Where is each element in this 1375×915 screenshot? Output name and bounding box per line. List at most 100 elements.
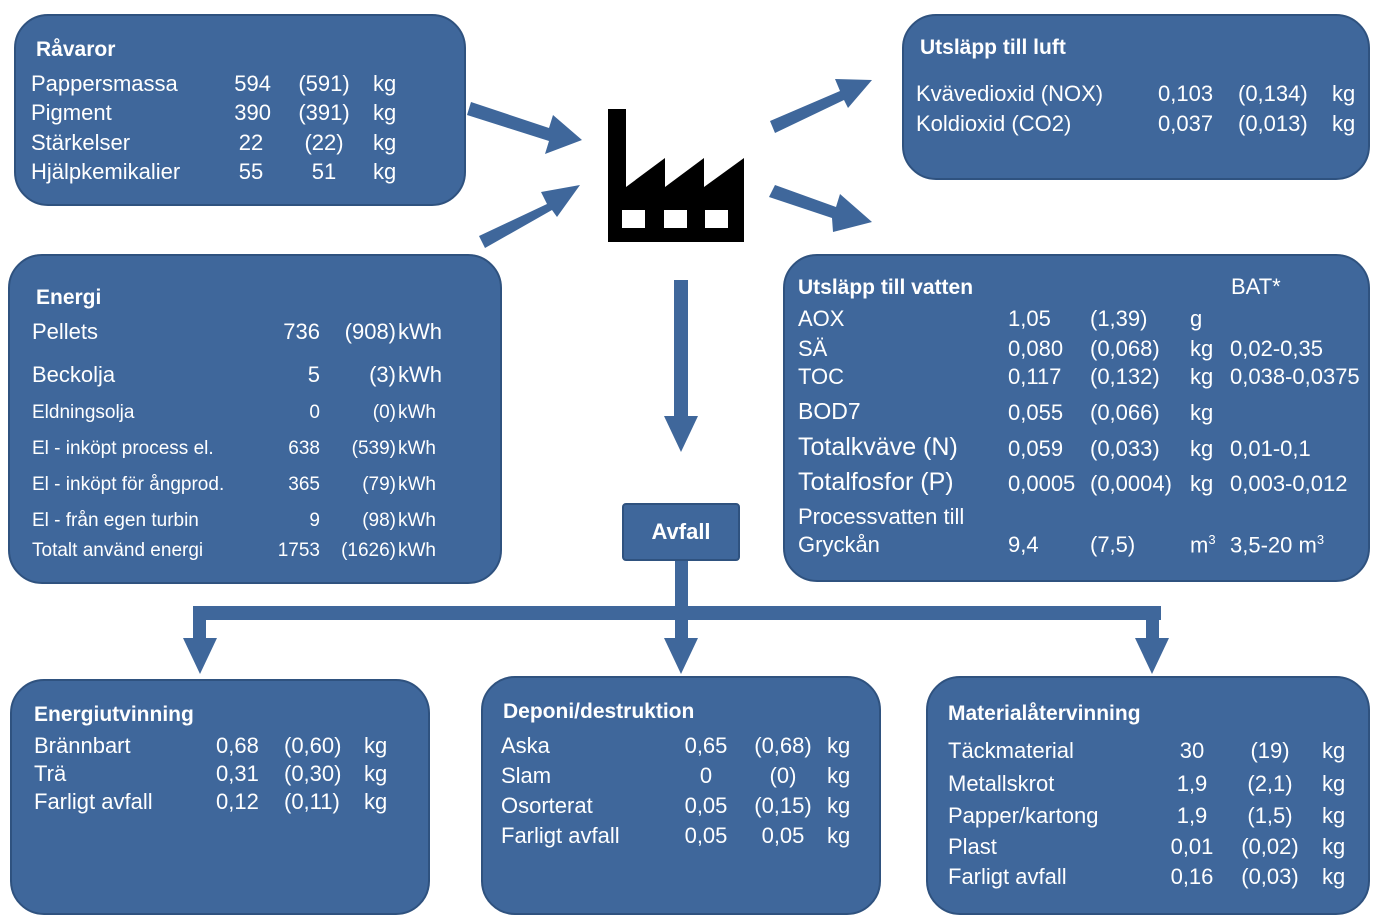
vatten-row: TOC 0,117 (0,132) kg 0,038-0,0375 bbox=[798, 364, 1368, 390]
row-name: Brännbart bbox=[34, 733, 131, 758]
row-value: 22 bbox=[238, 130, 264, 155]
row-value: 0,31 bbox=[216, 761, 259, 786]
row-prev: (908) bbox=[344, 319, 396, 344]
row-unit: kg bbox=[1190, 364, 1214, 389]
row-prev: (0) bbox=[769, 763, 797, 788]
energi-row: El - inköpt för ångprod. 365 (79) kWh bbox=[32, 474, 492, 498]
deponi-row: Farligt avfall 0,05 0,05 kg bbox=[501, 823, 871, 849]
row-unit: kg bbox=[827, 793, 851, 818]
row-name: Trä bbox=[34, 761, 67, 786]
energi-row: El - från egen turbin 9 (98) kWh bbox=[32, 510, 492, 534]
luft-row: Koldioxid (CO2) 0,037 (0,013) kg bbox=[916, 111, 1366, 137]
row-prev: (0,068) bbox=[1090, 336, 1160, 361]
row-prev: (0,02) bbox=[1241, 834, 1299, 859]
row-value: 365 bbox=[288, 474, 320, 495]
row-name: Farligt avfall bbox=[501, 823, 620, 848]
material-row: Metallskrot 1,9 (2,1) kg bbox=[948, 771, 1368, 797]
row-unit: kg bbox=[1322, 864, 1346, 889]
process-unit: m3 bbox=[1190, 532, 1216, 558]
row-name: Totalfosfor (P) bbox=[798, 468, 954, 496]
row-unit: kWh bbox=[398, 540, 436, 561]
row-name: Hjälpkemikalier bbox=[31, 159, 181, 184]
arrow-factory-to-vatten bbox=[769, 185, 872, 232]
row-name: AOX bbox=[798, 306, 845, 331]
row-prev: 0,05 bbox=[761, 823, 805, 848]
row-value: 638 bbox=[288, 438, 320, 459]
row-value: 0,059 bbox=[1008, 436, 1064, 461]
row-unit: kg bbox=[373, 159, 397, 184]
vatten-process-row: Processvatten till Gryckån 9,4 (7,5) m3 … bbox=[798, 504, 1368, 560]
vatten-row: Totalfosfor (P) 0,0005 (0,0004) kg 0,003… bbox=[798, 468, 1368, 498]
energi-row: El - inköpt process el. 638 (539) kWh bbox=[32, 438, 492, 462]
row-prev: (591) bbox=[298, 71, 350, 96]
row-value: 0,05 bbox=[684, 793, 728, 818]
row-unit: kg bbox=[827, 763, 851, 788]
row-prev: (0) bbox=[372, 402, 396, 423]
material-title: Materialåtervinning bbox=[948, 702, 1141, 725]
arrow-right-shaft bbox=[1146, 606, 1159, 640]
row-prev: (98) bbox=[362, 510, 396, 531]
row-name: El - inköpt för ångprod. bbox=[32, 474, 225, 495]
row-value: 0,68 bbox=[216, 733, 259, 758]
vatten-row: Totalkväve (N) 0,059 (0,033) kg 0,01-0,1 bbox=[798, 433, 1368, 463]
avfall-stem bbox=[675, 560, 688, 620]
vatten-box: Utsläpp till vatten BAT* AOX 1,05 (1,39)… bbox=[783, 254, 1370, 582]
row-value: 0,12 bbox=[216, 789, 259, 814]
arrow-factory-down-head bbox=[664, 416, 698, 452]
row-prev: (0,0004) bbox=[1090, 471, 1172, 496]
row-unit: kWh bbox=[398, 319, 442, 344]
row-value: 1753 bbox=[277, 540, 320, 561]
energiutvinning-row: Trä 0,31 (0,30) kg bbox=[34, 761, 424, 787]
factory-icon bbox=[608, 109, 744, 242]
material-box: Materialåtervinning Täckmaterial 30 (19)… bbox=[926, 676, 1370, 915]
row-prev: (79) bbox=[362, 474, 396, 495]
row-value: 0,01 bbox=[1170, 834, 1214, 859]
luft-title: Utsläpp till luft bbox=[920, 36, 1066, 59]
process-label-line1: Processvatten till bbox=[798, 504, 965, 529]
row-value: 0,16 bbox=[1170, 864, 1214, 889]
energi-row: Beckolja 5 (3) kWh bbox=[32, 362, 492, 388]
row-prev: (0,132) bbox=[1090, 364, 1160, 389]
ravaror-row: Pigment 390 (391) kg bbox=[31, 100, 451, 126]
row-unit: kg bbox=[1322, 771, 1346, 796]
material-row: Farligt avfall 0,16 (0,03) kg bbox=[948, 864, 1368, 890]
row-unit: kg bbox=[1332, 111, 1356, 136]
row-name: Eldningsolja bbox=[32, 402, 135, 423]
row-prev: (0,60) bbox=[284, 733, 342, 758]
arrow-right-head bbox=[1135, 638, 1169, 674]
row-name: TOC bbox=[798, 364, 845, 389]
row-name: Pigment bbox=[31, 100, 112, 125]
vatten-title: Utsläpp till vatten bbox=[798, 276, 974, 299]
row-value: 0,0005 bbox=[1008, 471, 1076, 496]
row-value: 1,9 bbox=[1176, 803, 1208, 828]
row-prev: (1626) bbox=[341, 540, 396, 561]
process-prev: (7,5) bbox=[1090, 532, 1136, 557]
row-prev: (2,1) bbox=[1247, 771, 1293, 796]
material-row: Papper/kartong 1,9 (1,5) kg bbox=[948, 803, 1368, 829]
deponi-row: Aska 0,65 (0,68) kg bbox=[501, 733, 871, 759]
arrow-middle-head bbox=[664, 638, 698, 674]
row-unit: kg bbox=[373, 130, 397, 155]
row-unit: kWh bbox=[398, 474, 436, 495]
row-name: SÄ bbox=[798, 336, 828, 361]
row-value: 1,05 bbox=[1008, 306, 1051, 331]
row-value: 0 bbox=[699, 763, 713, 788]
energi-row: Pellets 736 (908) kWh bbox=[32, 319, 492, 345]
bat-header: BAT* bbox=[1231, 274, 1281, 299]
row-prev: (22) bbox=[304, 130, 344, 155]
row-unit: kg bbox=[364, 733, 388, 758]
row-value: 5 bbox=[307, 362, 320, 387]
process-value: 9,4 bbox=[1008, 532, 1039, 557]
vatten-row: BOD7 0,055 (0,066) kg bbox=[798, 398, 1368, 426]
row-value: 1,9 bbox=[1176, 771, 1208, 796]
energiutvinning-title: Energiutvinning bbox=[34, 703, 194, 726]
row-prev: (539) bbox=[351, 438, 396, 459]
row-prev: (0,013) bbox=[1238, 111, 1308, 136]
ravaror-row: Pappersmassa 594 (591) kg bbox=[31, 71, 451, 97]
row-name: Osorterat bbox=[501, 793, 593, 818]
avfall-label: Avfall bbox=[651, 519, 711, 544]
energi-box: Energi Pellets 736 (908) kWh Beckolja 5 … bbox=[8, 254, 502, 584]
arrow-left-shaft bbox=[193, 606, 206, 640]
row-name: Totalkväve (N) bbox=[798, 433, 958, 461]
